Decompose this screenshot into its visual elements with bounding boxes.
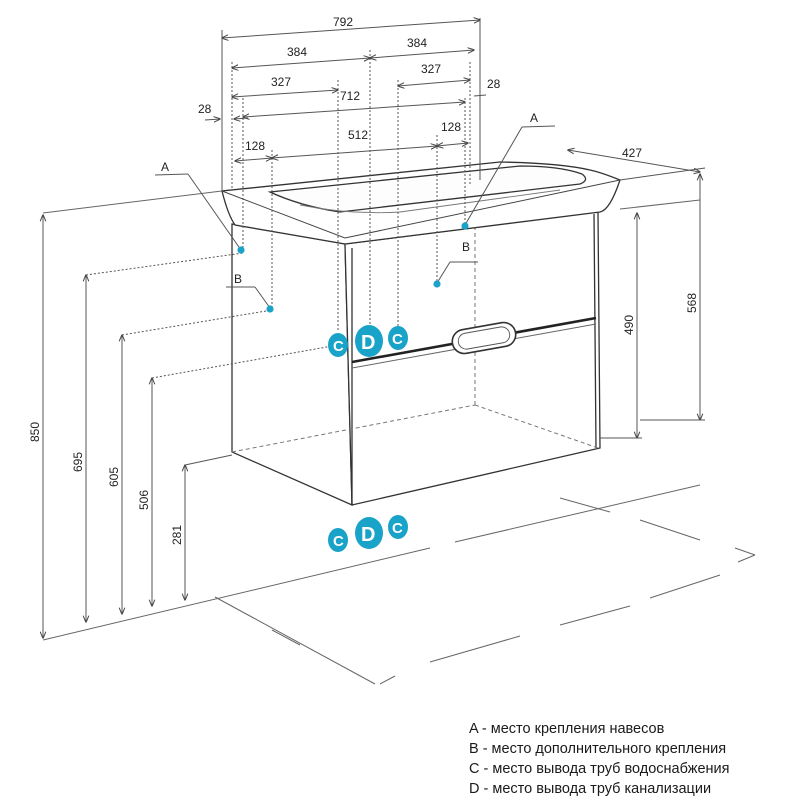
mount-point-a-left [237,246,245,254]
leader-lines [154,125,556,309]
legend-item-b: B - место дополнительного крепления [469,741,727,757]
dim-490: 490 [622,315,636,335]
mount-point-b-left [266,305,274,313]
legend-item-d: D - место вывода труб канализации [469,781,712,797]
dim-695: 695 [71,452,85,472]
dim-28-left: 28 [198,102,212,116]
marker-d-wall: D [361,332,375,354]
dim-128-left: 128 [245,139,265,153]
dim-327-right: 327 [421,62,441,76]
dim-568: 568 [685,293,699,313]
right-vertical-dimensions [600,174,705,438]
label-b-left: B [234,272,242,286]
marker-d-floor: D [361,524,375,546]
drawer-handle [451,321,517,355]
marker-c-floor-left: C [333,533,344,550]
floor-and-wall-lines [42,189,756,685]
basin-top [221,161,621,245]
dim-506: 506 [137,490,151,510]
left-vertical-dimensions [43,215,339,638]
marker-c-wall-right: C [392,331,403,348]
legend: A - место крепления навесов B - место до… [469,719,789,799]
pipe-markers-wall: C D C [328,325,408,357]
dim-28-right: 28 [487,77,501,91]
legend-item-c: C - место вывода труб водоснабжения [469,761,730,777]
dim-512: 512 [348,128,368,142]
marker-c-floor-right: C [392,520,403,537]
mount-points [237,222,469,313]
top-dimensions [204,18,706,330]
dim-281: 281 [170,525,184,545]
cabinet-body [231,211,601,507]
pipe-markers-floor: C D C [328,515,408,552]
mount-point-b-right [433,280,441,288]
dim-850: 850 [28,422,42,442]
dim-128-right: 128 [441,120,461,134]
dim-327-left: 327 [271,75,291,89]
dim-605: 605 [107,467,121,487]
label-b-right: B [462,240,470,254]
dim-384-right: 384 [407,36,427,50]
label-a-right: A [530,111,538,125]
mount-point-a-right [461,222,469,230]
legend-item-a: A - место крепления навесов [469,721,665,737]
dim-384-left: 384 [287,45,307,59]
label-a-left: A [161,160,169,174]
dim-792: 792 [333,15,353,29]
marker-c-wall-left: C [333,338,344,355]
dim-427: 427 [622,146,642,160]
dim-712: 712 [340,89,360,103]
